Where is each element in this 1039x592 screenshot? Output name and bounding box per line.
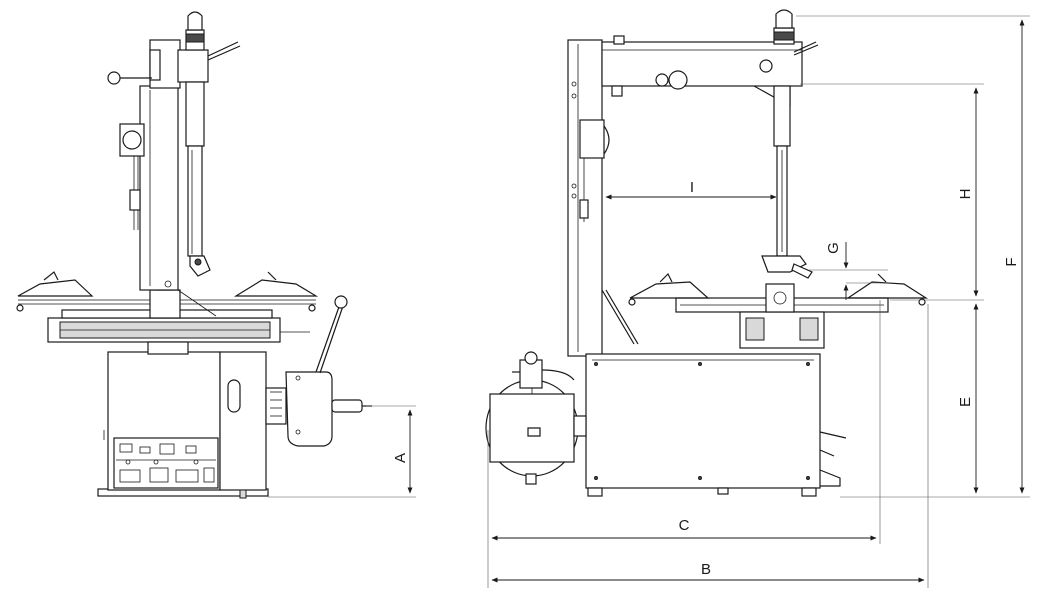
front-clamp-right <box>846 281 929 299</box>
front-tank-valve[interactable] <box>527 427 541 437</box>
side-control-panel <box>113 437 219 489</box>
dimension-C: C <box>487 300 881 588</box>
side-cabinet-handle <box>227 379 241 413</box>
dimension-label-B: B <box>701 561 711 578</box>
front-arm-bolt <box>759 59 773 73</box>
dimension-label-E: E <box>957 397 974 407</box>
dimension-label-A: A <box>392 453 409 463</box>
side-arm-lock-lever[interactable] <box>207 41 239 57</box>
side-arm-knob[interactable] <box>187 11 203 31</box>
dimension-E: E <box>840 303 1030 498</box>
dimension-I: I <box>605 179 777 200</box>
side-mount-head <box>189 255 211 277</box>
front-arm-knob[interactable] <box>668 70 688 90</box>
side-cabinet-door <box>219 351 267 491</box>
dimension-label-F: F <box>1003 257 1020 266</box>
side-pressure-gauge <box>122 130 142 150</box>
side-clamp-right <box>233 279 319 297</box>
side-arm-head <box>177 49 209 83</box>
dimension-B: B <box>491 304 929 588</box>
side-foot <box>239 489 247 499</box>
side-panel-components <box>116 443 216 483</box>
front-regulator <box>579 119 605 159</box>
front-arm-lock-lever[interactable] <box>793 41 817 53</box>
dimension-H: H <box>800 83 984 301</box>
dimension-label-G: G <box>825 242 842 254</box>
dimension-F: F <box>796 15 1030 494</box>
dimension-A: A <box>268 405 416 498</box>
side-vertical-shaft <box>187 145 203 257</box>
dimension-G: G <box>808 242 890 300</box>
side-clamp-left <box>17 279 94 297</box>
side-lever[interactable] <box>315 303 341 373</box>
front-clamp-left <box>629 281 710 299</box>
front-foot-right <box>801 487 817 497</box>
side-bead-breaker-cylinder <box>331 399 363 413</box>
front-vertical-arm <box>773 85 791 147</box>
dimension-label-H: H <box>957 189 974 200</box>
dimension-label-C: C <box>679 517 690 534</box>
front-cabinet <box>585 353 821 489</box>
front-view <box>485 9 929 497</box>
side-view <box>16 11 372 499</box>
side-bead-breaker-mount <box>265 387 287 425</box>
front-foot-left <box>587 487 603 497</box>
front-center-hub <box>765 283 795 313</box>
side-bead-breaker-plate <box>285 371 333 447</box>
side-column <box>139 85 179 291</box>
side-vertical-arm <box>185 81 205 147</box>
side-center-hub <box>149 289 181 319</box>
side-handwheel[interactable] <box>107 71 121 85</box>
dimension-label-I: I <box>690 179 694 196</box>
front-arm-top-knob[interactable] <box>775 9 793 29</box>
side-lever-knob[interactable] <box>334 295 348 309</box>
